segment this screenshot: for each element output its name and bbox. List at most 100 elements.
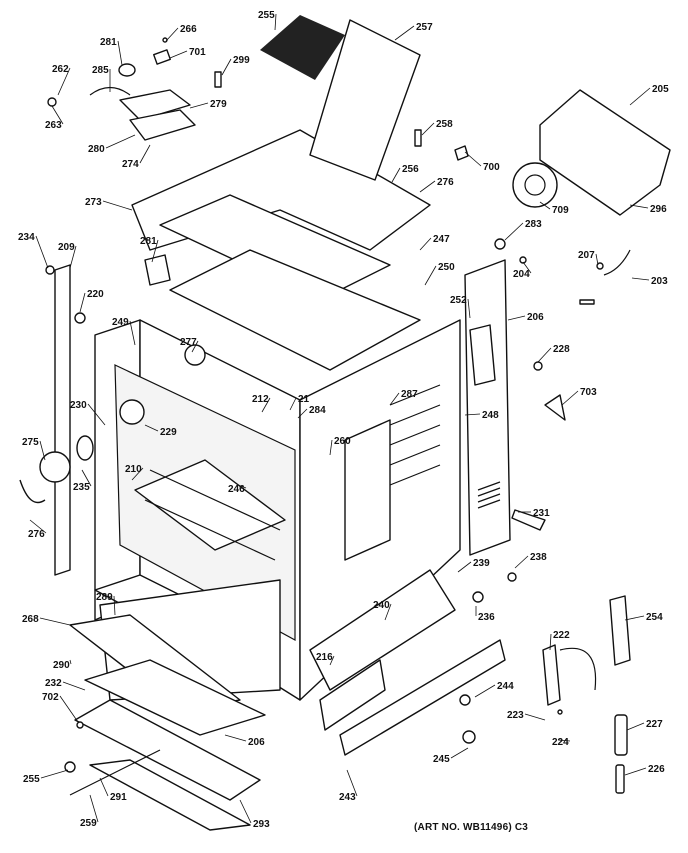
part-label: 240 <box>373 600 390 611</box>
leader-line <box>514 555 529 569</box>
leader-line <box>99 777 109 797</box>
part-label: 248 <box>482 410 499 421</box>
part-label: 245 <box>433 754 450 765</box>
leader-line <box>274 13 277 31</box>
leader-line <box>69 245 77 269</box>
leader-line <box>189 102 209 109</box>
leader-line <box>131 467 144 481</box>
spring-rod <box>615 764 625 794</box>
top-left-valves <box>89 49 196 141</box>
part-label: 285 <box>92 65 109 76</box>
part-label: 280 <box>88 144 105 155</box>
part-label: 257 <box>416 22 433 33</box>
part-label: 281 <box>140 236 157 247</box>
leader-line <box>421 122 435 136</box>
leader-line <box>524 713 546 721</box>
leader-line <box>151 239 159 263</box>
leader-line <box>87 403 106 426</box>
leader-line <box>224 734 247 742</box>
leader-line <box>329 439 333 456</box>
leader-line <box>102 200 133 211</box>
leader-line <box>105 134 136 149</box>
part-label: 275 <box>22 437 39 448</box>
leader-line <box>537 347 552 363</box>
part-label: 247 <box>433 234 450 245</box>
leader-line <box>89 794 99 823</box>
leader-line <box>424 265 437 286</box>
leader-line <box>59 695 79 723</box>
leader-line <box>557 739 571 742</box>
part-label: 238 <box>530 552 547 563</box>
leader-line <box>419 180 436 193</box>
leader-line <box>289 397 297 411</box>
part-label: 252 <box>450 295 467 306</box>
leader-line <box>595 253 599 266</box>
hinge-spring <box>614 714 628 756</box>
leader-line <box>35 235 49 269</box>
part-label: 246 <box>228 484 245 495</box>
burner-cap <box>512 162 558 208</box>
leader-line <box>522 261 532 274</box>
part-label: 709 <box>552 205 569 216</box>
leader-line <box>261 397 271 413</box>
part-label: 220 <box>87 289 104 300</box>
part-label: 205 <box>652 84 669 95</box>
part-label: 212 <box>252 394 269 405</box>
part-label: 268 <box>22 614 39 625</box>
part-label: 701 <box>189 47 206 58</box>
leader-line <box>504 222 524 241</box>
leader-line <box>389 392 400 406</box>
leader-line <box>39 617 71 626</box>
leader-line <box>450 747 469 759</box>
strip-vents <box>477 481 501 509</box>
part-label: 244 <box>497 681 514 692</box>
part-label: 293 <box>253 819 270 830</box>
part-label: 291 <box>110 792 127 803</box>
part-label: 235 <box>73 482 90 493</box>
leader-line <box>40 769 69 779</box>
leader-line <box>113 595 116 616</box>
leader-line <box>239 799 252 824</box>
part-label: 207 <box>578 250 595 261</box>
leader-line <box>139 144 151 164</box>
part-label: 231 <box>533 508 550 519</box>
part-label: 243 <box>339 792 356 803</box>
lamp-bulb <box>76 435 94 461</box>
part-label: 700 <box>483 162 500 173</box>
leader-line <box>51 105 64 125</box>
part-label: 259 <box>80 818 97 829</box>
part-label: 276 <box>437 177 454 188</box>
part-label: 290 <box>53 660 70 671</box>
side-strip <box>464 259 511 556</box>
leader-line <box>464 413 481 416</box>
part-label: 277 <box>180 337 197 348</box>
part-label: 254 <box>646 612 663 623</box>
leader-line <box>79 292 86 313</box>
part-label: 703 <box>580 387 597 398</box>
part-label: 230 <box>70 400 87 411</box>
leader-line <box>539 201 551 210</box>
leader-lines <box>29 13 651 824</box>
part-label: 239 <box>473 558 490 569</box>
part-label: 289 <box>96 592 113 603</box>
part-label: 255 <box>23 774 40 785</box>
leader-line <box>165 27 179 42</box>
part-label: 250 <box>438 262 455 273</box>
leader-line <box>221 58 232 76</box>
part-label: 224 <box>552 737 569 748</box>
leader-line <box>549 633 552 651</box>
leader-line <box>464 151 482 167</box>
leader-line <box>191 340 199 353</box>
part-label: 222 <box>553 630 570 641</box>
leader-line <box>457 561 472 573</box>
mesh-grate <box>260 15 345 80</box>
part-label: 287 <box>401 389 418 400</box>
leader-line <box>237 484 247 489</box>
part-label: 236 <box>478 612 495 623</box>
leader-line <box>467 298 471 319</box>
part-label: 296 <box>650 204 667 215</box>
art-number: (ART NO. WB11496) C3 <box>414 822 529 833</box>
part-label: 266 <box>180 24 197 35</box>
